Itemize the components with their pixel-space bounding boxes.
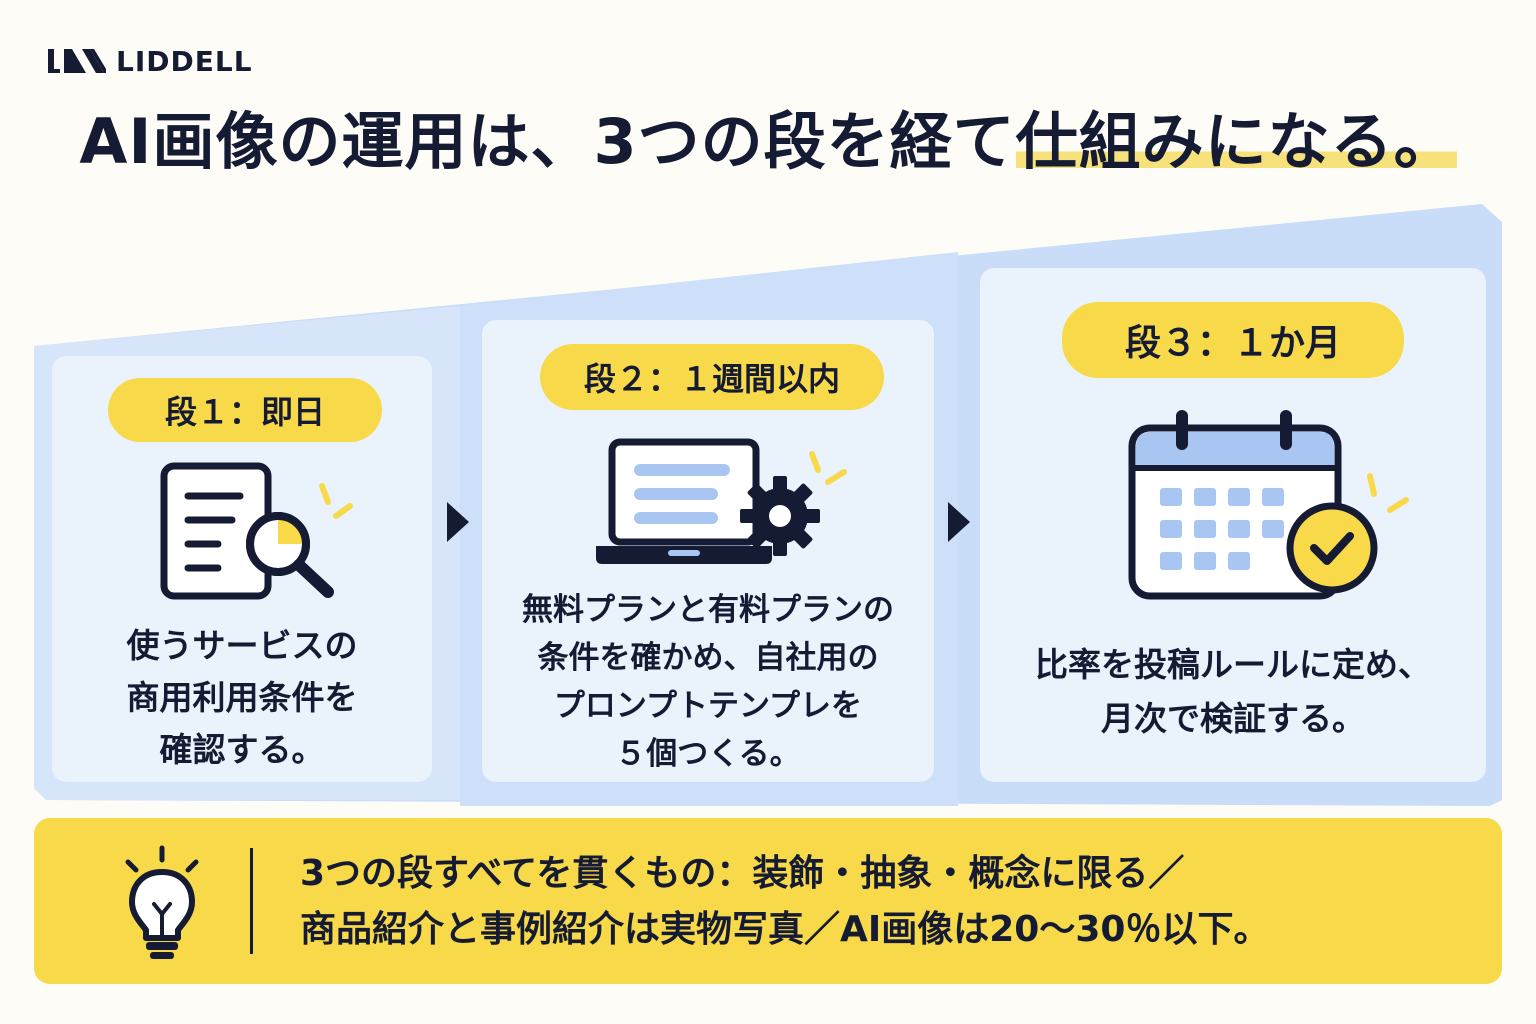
- step-3-line-2: 月次で検証する。: [1101, 699, 1365, 738]
- step-1-line-3: 確認する。: [159, 730, 325, 769]
- tip-line-2: 商品紹介と事例紹介は実物写真／AI画像は20〜30％以下。: [300, 909, 1270, 950]
- tip-box: 3つの段すべてを貫くもの：装飾・抽象・概念に限る／ 商品紹介と事例紹介は実物写真…: [34, 818, 1502, 984]
- tip-divider: [250, 848, 253, 954]
- tip-text: 3つの段すべてを貫くもの：装飾・抽象・概念に限る／ 商品紹介と事例紹介は実物写真…: [300, 846, 1269, 958]
- brand-name: LIDDELL: [116, 44, 253, 78]
- step-3-line-1: 比率を投稿ルールに定め、: [1035, 645, 1431, 684]
- lightbulb-icon: [125, 845, 199, 959]
- tip-line-1: 3つの段すべてを貫くもの：装飾・抽象・概念に限る／: [300, 853, 1185, 894]
- laptop-gear-icon: [596, 438, 847, 564]
- step-badge-2: 段２：１週間以内: [540, 344, 884, 410]
- chevron-right-icon: [447, 502, 469, 542]
- step-description-3: 比率を投稿ルールに定め、 月次で検証する。: [980, 638, 1486, 746]
- step-2-line-1: 無料プランと有料プランの: [522, 592, 894, 628]
- step-badge-3: 段３：１か月: [1062, 302, 1404, 378]
- step-description-2: 無料プランと有料プランの 条件を確かめ、自社用の プロンプトテンプレを ５個つく…: [482, 586, 934, 778]
- liddell-logo-icon: [48, 49, 106, 73]
- step-1-line-2: 商用利用条件を: [126, 678, 358, 717]
- brand-logo: LIDDELL: [46, 44, 253, 78]
- title-highlight: 仕組みになる。: [1015, 105, 1457, 178]
- step-2-line-4: ５個つくる。: [615, 736, 801, 772]
- step-2-line-3: プロンプトテンプレを: [553, 688, 863, 724]
- calendar-check-icon: [1128, 410, 1409, 600]
- step-badge-1: 段１：即日: [108, 378, 382, 442]
- step-description-1: 使うサービスの 商用利用条件を 確認する。: [52, 620, 432, 776]
- chevron-right-icon-2: [948, 502, 970, 542]
- document-search-icon: [160, 462, 353, 600]
- step-2-line-2: 条件を確かめ、自社用の: [537, 640, 879, 676]
- page-title: AI画像の運用は、3つの段を経て仕組みになる。: [0, 102, 1536, 182]
- step-1-line-1: 使うサービスの: [126, 626, 358, 665]
- title-part1: AI画像の運用は、3つの段を経て: [79, 105, 1016, 178]
